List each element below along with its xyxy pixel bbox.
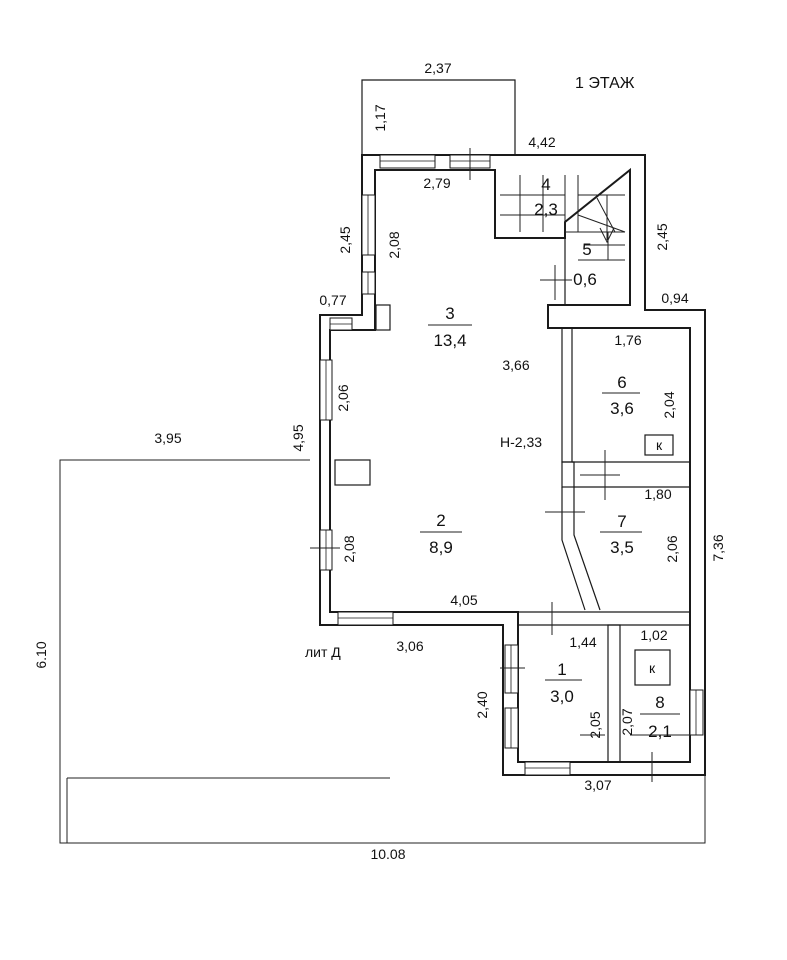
dimension-labels-vertical: 1,17 2,45 2,08 2,45 2,04 2,06 4,95 7,36 … xyxy=(33,104,726,738)
room-area: 3,0 xyxy=(550,687,574,706)
dim-step-right: 0,94 xyxy=(661,290,688,306)
room-fraction-lines xyxy=(420,324,680,715)
dim-room7-width: 1,80 xyxy=(644,486,671,502)
dim-room7-height: 2,06 xyxy=(664,535,680,562)
room-number: 1 xyxy=(557,660,566,679)
room-number: 3 xyxy=(445,304,454,323)
room-area: 13,4 xyxy=(433,331,466,350)
dim-room6-width: 1,76 xyxy=(614,332,641,348)
room-7: 7 3,5 xyxy=(610,512,634,557)
dim-total-width: 10.08 xyxy=(370,846,405,862)
dim-annex-height: 6.10 xyxy=(33,641,49,668)
building-label: лит Д xyxy=(305,644,341,660)
dim-top-inner: 2,79 xyxy=(423,175,450,191)
room-8: 8 2,1 xyxy=(648,693,672,741)
room-area: 0,6 xyxy=(573,270,597,289)
stove-label-6: к xyxy=(656,437,663,453)
room-1: 1 3,0 xyxy=(550,660,574,706)
room-6: 6 3,6 xyxy=(610,373,634,418)
dim-porch-width: 2,37 xyxy=(424,60,451,76)
room-number: 8 xyxy=(655,693,664,712)
room-number: 6 xyxy=(617,373,626,392)
room-4: 4 2,3 xyxy=(534,175,558,219)
dim-step-left: 0,77 xyxy=(319,292,346,308)
dim-top-right: 4,42 xyxy=(528,134,555,150)
room-area: 2,1 xyxy=(648,722,672,741)
windows xyxy=(319,154,704,776)
dim-porch-depth: 1,17 xyxy=(372,104,388,131)
room-area: 2,3 xyxy=(534,200,558,219)
dim-room6-height: 2,04 xyxy=(661,391,677,418)
dimension-labels-horizontal: 2,37 4,42 2,79 0,77 0,94 1,76 3,66 3,95 … xyxy=(154,60,688,862)
stove-room6: к xyxy=(644,434,674,456)
room-number: 7 xyxy=(617,512,626,531)
dim-left-outer: 4,95 xyxy=(290,424,306,451)
dim-right-upper-outer: 2,45 xyxy=(654,223,670,250)
dim-left-upper-inner: 2,08 xyxy=(386,231,402,258)
door-marks xyxy=(310,148,690,782)
dim-middle-width: 3,66 xyxy=(502,357,529,373)
stove-label-8: к xyxy=(649,660,656,676)
room-area: 8,9 xyxy=(429,538,453,557)
dim-room1-height: 2,05 xyxy=(587,711,603,738)
room-2: 2 8,9 xyxy=(429,511,453,557)
annex-outline xyxy=(59,459,706,844)
room-3: 3 13,4 xyxy=(433,304,466,350)
outer-walls xyxy=(319,154,706,776)
interior-walls xyxy=(334,170,690,763)
room-number: 5 xyxy=(582,240,591,259)
stove-room8: к xyxy=(634,649,671,686)
room-number: 4 xyxy=(541,175,550,194)
dim-bottom-inner: 4,05 xyxy=(450,592,477,608)
dim-room1-width: 1,44 xyxy=(569,634,596,650)
dim-bottom-outer: 3,06 xyxy=(396,638,423,654)
dim-room1-outer: 2,40 xyxy=(474,691,490,718)
dim-left-low-inner: 2,08 xyxy=(341,535,357,562)
floor-title: 1 ЭТАЖ xyxy=(575,75,635,92)
room-5: 5 0,6 xyxy=(573,240,597,289)
room-number: 2 xyxy=(436,511,445,530)
ceiling-height-label: Н-2,33 xyxy=(500,434,542,450)
porch-outline xyxy=(361,79,516,155)
room-area: 3,6 xyxy=(610,399,634,418)
dim-left-mid-inner: 2,06 xyxy=(335,384,351,411)
dim-room8-width: 1,02 xyxy=(640,627,667,643)
dim-left-upper-outer: 2,45 xyxy=(337,226,353,253)
staircase xyxy=(500,175,626,261)
dim-right-outer: 7,36 xyxy=(710,534,726,561)
dim-bottom-right: 3,07 xyxy=(584,777,611,793)
dim-annex-width: 3,95 xyxy=(154,430,181,446)
room-area: 3,5 xyxy=(610,538,634,557)
dim-room8-height: 2,07 xyxy=(619,708,635,735)
